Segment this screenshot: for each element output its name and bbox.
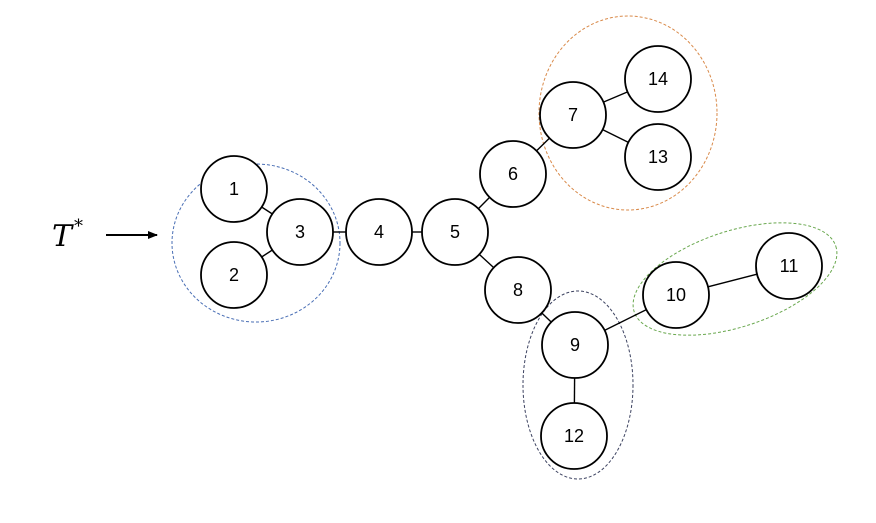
node-12: 12 [540,402,608,470]
node-11: 11 [755,232,823,300]
node-6: 6 [479,140,547,208]
node-14: 14 [624,45,692,113]
tree-label-superscript: * [74,216,83,237]
node-label: 2 [229,265,239,285]
node-2: 2 [200,241,268,309]
node-8: 8 [484,256,552,324]
edge-10-11 [707,273,758,288]
node-3: 3 [266,198,334,266]
node-1: 1 [200,155,268,223]
edge-9-10 [604,308,647,332]
node-label: 7 [568,105,578,125]
group-outline-blue [171,163,341,323]
node-label: 4 [374,222,384,242]
group-outline-green [632,222,838,336]
node-9: 9 [541,311,609,379]
nodes-layer: 1 2 3 4 5 6 7 8 9 [200,45,823,470]
edge-7-13 [602,128,629,144]
node-label: 9 [570,335,580,355]
edge-5-6 [477,196,491,210]
node-13: 13 [624,123,692,191]
node-label: 5 [450,222,460,242]
node-5: 5 [421,198,489,266]
node-label: 1 [229,179,239,199]
groups-layer [171,15,838,480]
node-10: 10 [642,261,710,329]
node-label: 6 [508,164,518,184]
node-label: 3 [295,222,305,242]
edge-2-3 [261,249,273,258]
group-outline-orange [538,15,718,211]
node-label: 10 [666,285,686,305]
node-label: 8 [513,280,523,300]
edge-8-9 [541,312,552,323]
node-label: 13 [648,147,668,167]
node-label: 14 [648,69,668,89]
edges-layer [261,91,758,404]
node-7: 7 [539,81,607,149]
edge-1-3 [261,206,273,215]
tree-label-symbol: T [52,219,74,254]
edge-6-7 [536,137,550,152]
node-label: 11 [780,256,799,276]
edge-5-8 [478,253,495,269]
group-outline-dark [522,290,634,480]
node-label: 12 [564,426,584,446]
edge-7-14 [603,91,628,103]
node-4: 4 [345,198,413,266]
